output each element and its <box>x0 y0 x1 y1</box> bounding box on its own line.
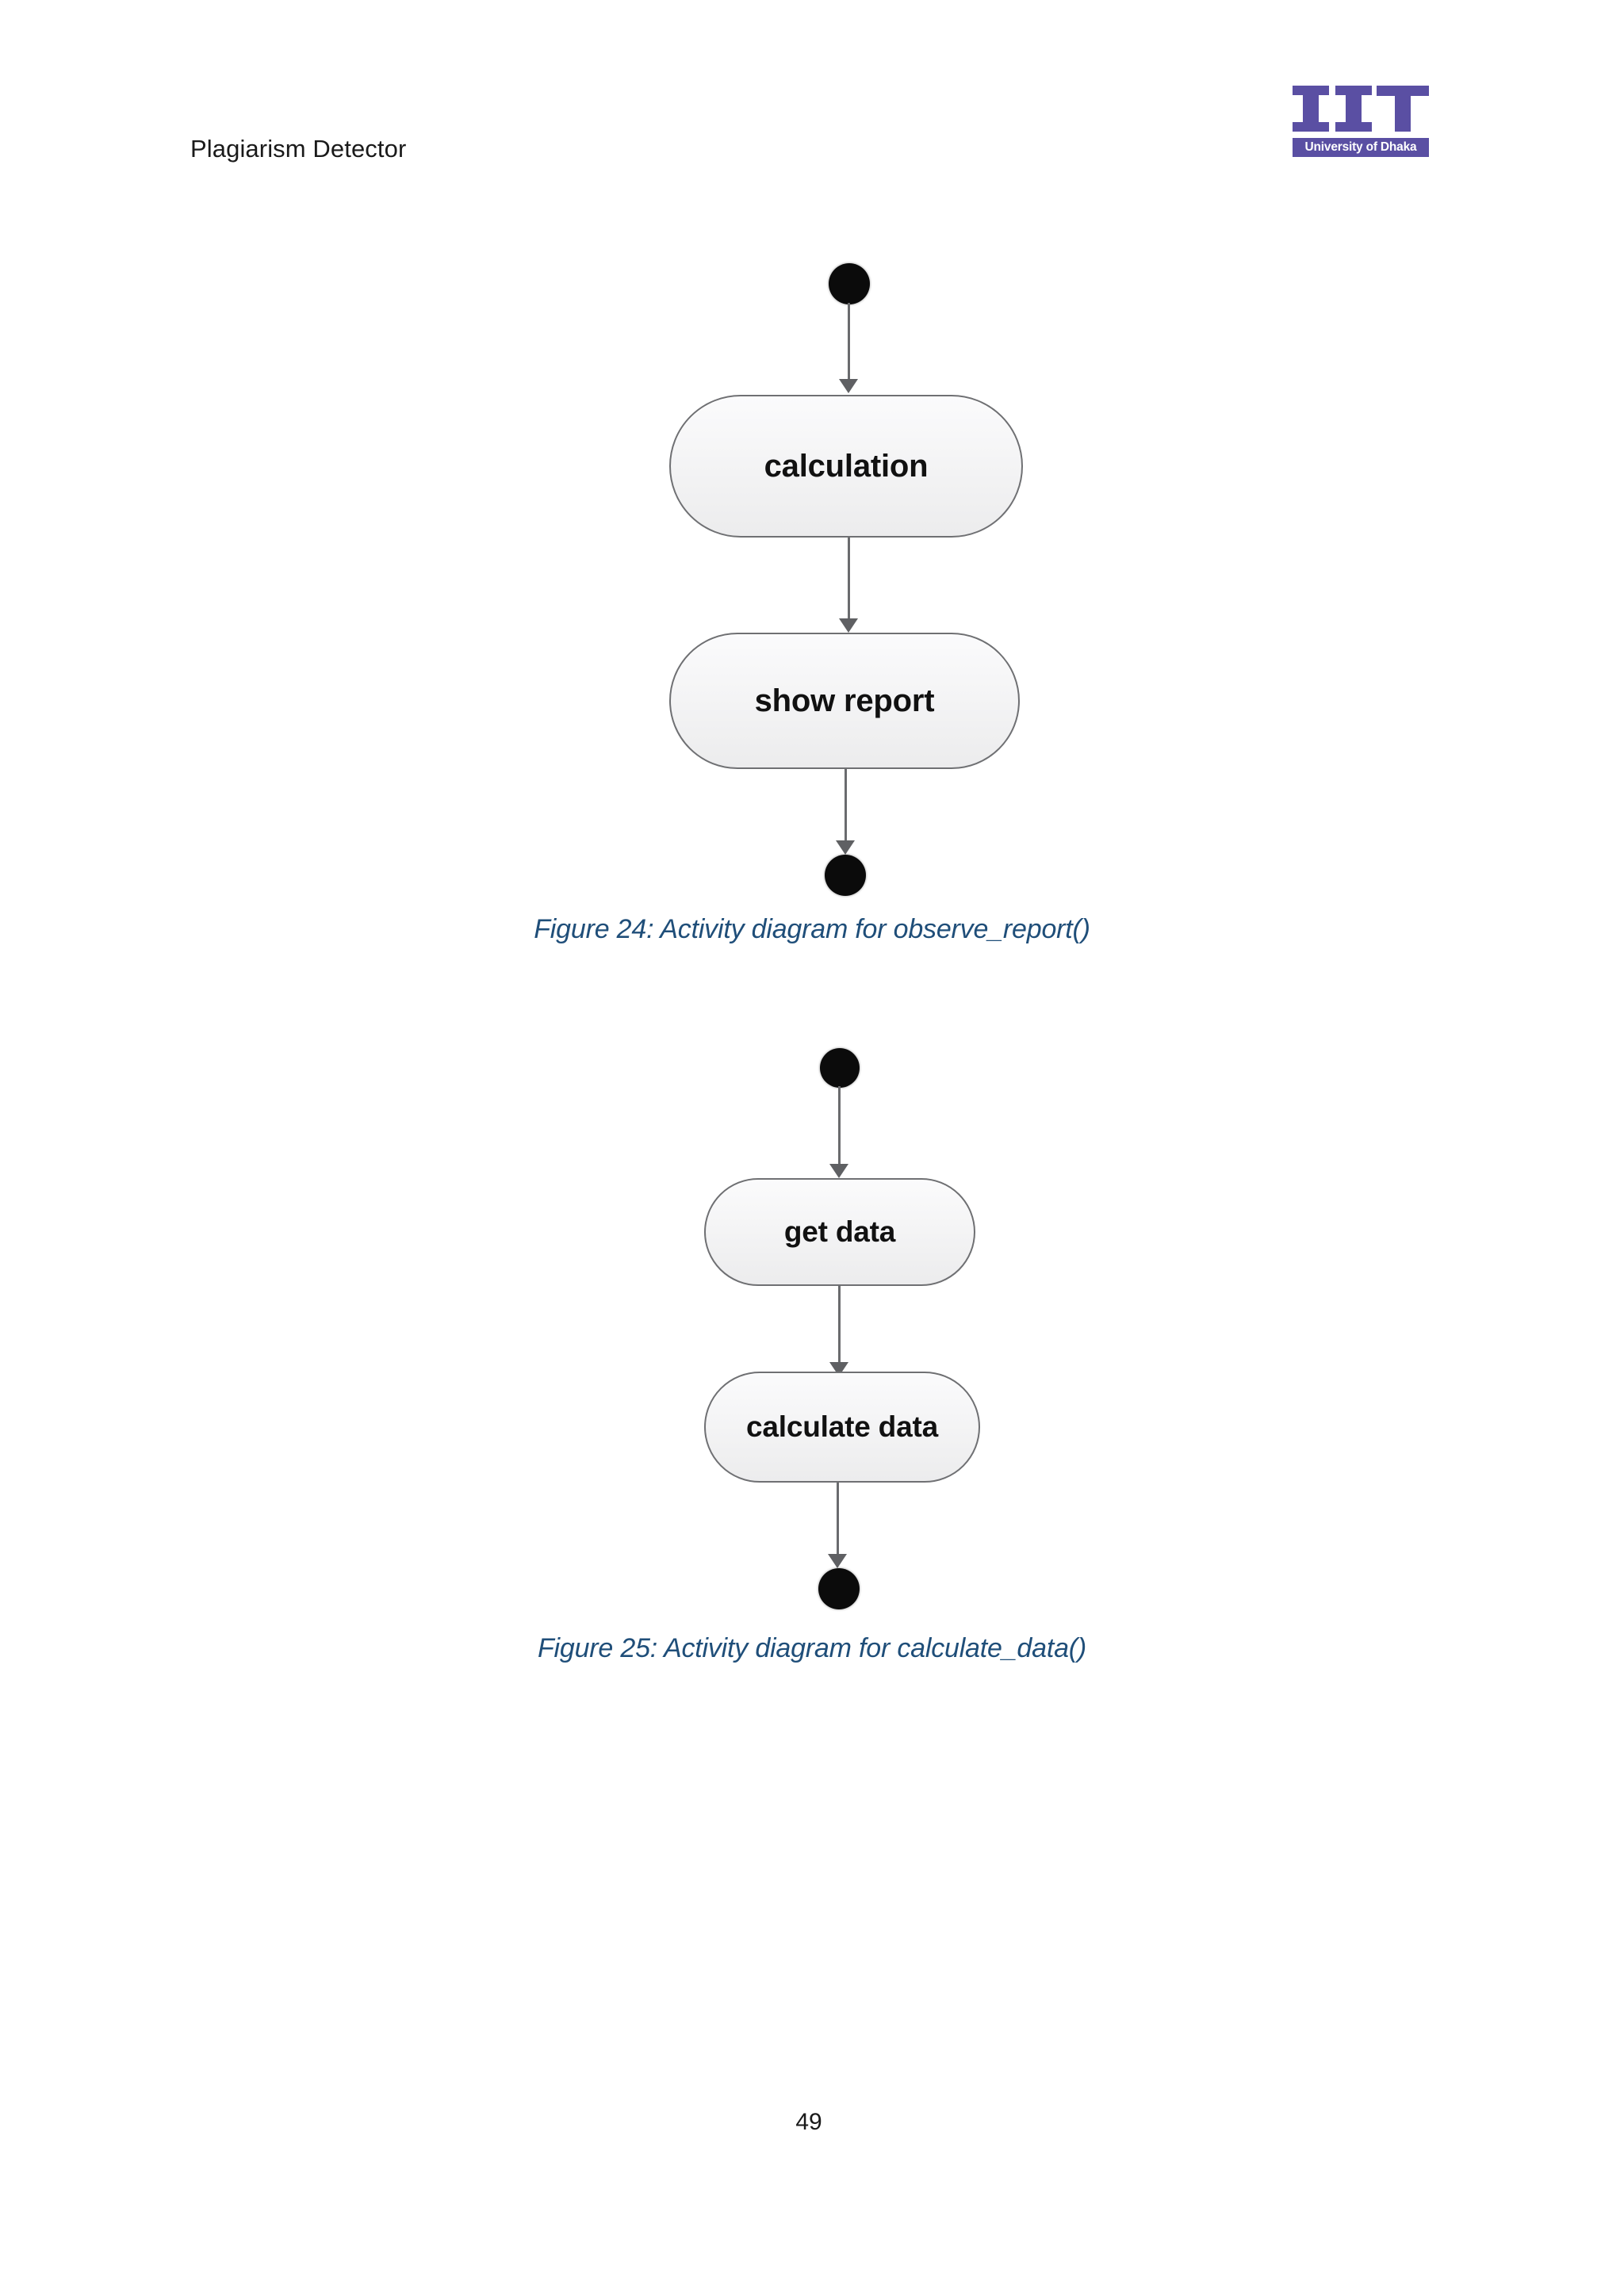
activity-node-calculate-data: calculate data <box>704 1372 980 1483</box>
iit-wordmark-icon <box>1293 86 1429 132</box>
arrowhead-icon <box>828 1554 847 1568</box>
arrowhead-icon <box>829 1164 848 1178</box>
activity-node-show-report: show report <box>669 633 1020 769</box>
final-node-end <box>825 855 866 896</box>
logo-subtitle: University of Dhaka <box>1304 140 1417 155</box>
activity-node-label: show report <box>754 683 935 718</box>
initial-node-start <box>829 263 870 304</box>
logo-subtitle-band: University of Dhaka <box>1293 138 1429 157</box>
page-number-value: 49 <box>795 2109 822 2135</box>
figure-24-caption: Figure 24: Activity diagram for observe_… <box>534 914 1090 944</box>
figure-25-caption: Figure 25: Activity diagram for calculat… <box>537 1633 1087 1663</box>
flow-edge-calculate-data-to-end <box>837 1483 839 1559</box>
final-node-end <box>818 1568 860 1609</box>
activity-node-label: calculation <box>764 448 929 484</box>
activity-diagram-calculate-data: get data calculate data <box>603 1039 1094 1609</box>
activity-diagram-observe-report: calculation show report <box>603 254 1094 896</box>
activity-node-label: calculate data <box>746 1410 938 1443</box>
activity-node-calculation: calculation <box>669 395 1023 538</box>
initial-node-start <box>820 1048 860 1088</box>
flow-edge-calculation-to-show-report <box>848 538 850 623</box>
arrowhead-icon <box>836 840 855 855</box>
activity-node-label: get data <box>783 1215 896 1248</box>
activity-node-get-data: get data <box>704 1178 975 1286</box>
iit-university-of-dhaka-logo: University of Dhaka <box>1291 82 1431 160</box>
flow-edge-get-data-to-calculate-data <box>838 1286 841 1368</box>
page-header-title: Plagiarism Detector <box>190 135 407 163</box>
arrowhead-icon <box>839 618 858 633</box>
page-number-footer: 49 <box>0 2109 1624 2136</box>
flow-edge-show-report-to-end <box>845 769 847 845</box>
flow-edge-start-to-get-data <box>838 1086 841 1169</box>
arrowhead-icon <box>839 379 858 393</box>
flow-edge-start-to-calculation <box>848 303 850 384</box>
